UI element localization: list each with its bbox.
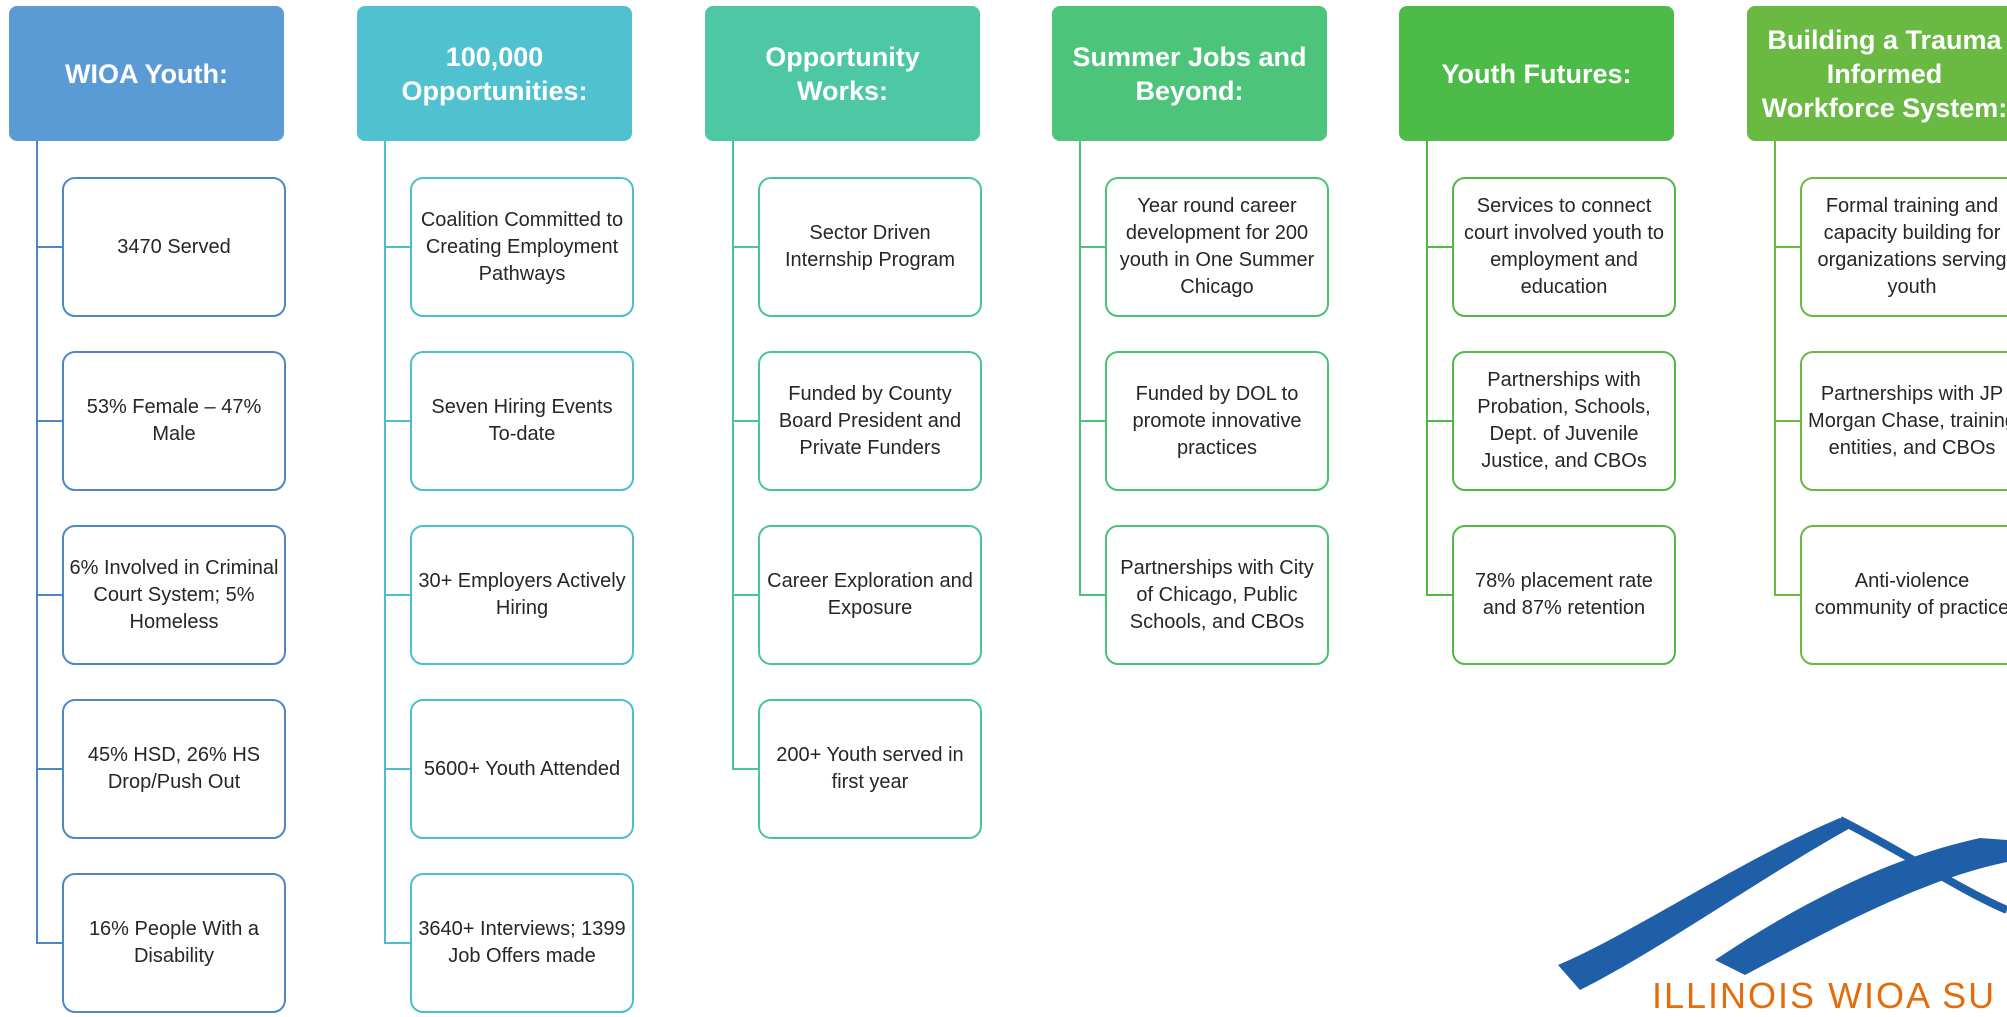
branch-line bbox=[732, 594, 759, 596]
branch-line bbox=[1774, 420, 1801, 422]
program-item: 78% placement rate and 87% retention bbox=[1452, 525, 1676, 665]
logo-text: ILLINOIS WIOA SU bbox=[1652, 975, 1997, 1016]
branch-line bbox=[384, 420, 411, 422]
program-column: 100,000 Opportunities: Coalition Committe… bbox=[348, 0, 634, 1013]
program-item: Coalition Committed to Creating Employme… bbox=[410, 177, 634, 317]
branch-line bbox=[1774, 594, 1801, 596]
program-item: Services to connect court involved youth… bbox=[1452, 177, 1676, 317]
branch-line bbox=[1079, 594, 1106, 596]
logo-swoosh-icon bbox=[1558, 816, 2007, 990]
program-header: WIOA Youth: bbox=[9, 6, 284, 141]
branch-line bbox=[1426, 420, 1453, 422]
program-item: Year round career development for 200 yo… bbox=[1105, 177, 1329, 317]
program-item: Anti-violence community of practice bbox=[1800, 525, 2007, 665]
branch-line bbox=[36, 768, 63, 770]
program-column: Opportunity Works: Sector Driven Internsh… bbox=[696, 0, 982, 1009]
program-item: Partnerships with Probation, Schools, De… bbox=[1452, 351, 1676, 491]
branch-line bbox=[1426, 594, 1453, 596]
program-item: 200+ Youth served in first year bbox=[758, 699, 982, 839]
program-item: 53% Female – 47% Male bbox=[62, 351, 286, 491]
branch-line bbox=[732, 420, 759, 422]
program-header: Youth Futures: bbox=[1399, 6, 1674, 141]
program-column: WIOA Youth: 3470 Served 53% Female – 47% M… bbox=[0, 0, 286, 1013]
program-column: Building a Trauma Informed Workforce Sys… bbox=[1738, 0, 2007, 1009]
program-item: Funded by County Board President and Pri… bbox=[758, 351, 982, 491]
branch-line bbox=[732, 246, 759, 248]
branch-line bbox=[384, 768, 411, 770]
program-item: 6% Involved in Criminal Court System; 5%… bbox=[62, 525, 286, 665]
branch-line bbox=[36, 420, 63, 422]
branch-line bbox=[36, 942, 63, 944]
program-item: 3470 Served bbox=[62, 177, 286, 317]
program-item: 45% HSD, 26% HS Drop/Push Out bbox=[62, 699, 286, 839]
program-item: 3640+ Interviews; 1399 Job Offers made bbox=[410, 873, 634, 1013]
program-column: Youth Futures: Services to connect court … bbox=[1390, 0, 1676, 1009]
branch-line bbox=[384, 942, 411, 944]
program-column: Summer Jobs and Beyond: Year round career… bbox=[1043, 0, 1329, 1009]
program-header: Summer Jobs and Beyond: bbox=[1052, 6, 1327, 141]
branch-line bbox=[36, 594, 63, 596]
connector-line bbox=[1426, 141, 1428, 596]
program-item: 16% People With a Disability bbox=[62, 873, 286, 1013]
program-header: 100,000 Opportunities: bbox=[357, 6, 632, 141]
branch-line bbox=[732, 768, 759, 770]
program-item: Career Exploration and Exposure bbox=[758, 525, 982, 665]
branch-line bbox=[1426, 246, 1453, 248]
connector-line bbox=[384, 141, 386, 944]
branch-line bbox=[1079, 420, 1106, 422]
branch-line bbox=[384, 594, 411, 596]
connector-line bbox=[36, 141, 38, 944]
connector-line bbox=[1774, 141, 1776, 596]
program-item: Sector Driven Internship Program bbox=[758, 177, 982, 317]
branch-line bbox=[36, 246, 63, 248]
program-item: 30+ Employers Actively Hiring bbox=[410, 525, 634, 665]
program-item: Partnerships with City of Chicago, Publi… bbox=[1105, 525, 1329, 665]
connector-line bbox=[732, 141, 734, 770]
branch-line bbox=[1079, 246, 1106, 248]
program-item: 5600+ Youth Attended bbox=[410, 699, 634, 839]
branch-line bbox=[384, 246, 411, 248]
branch-line bbox=[1774, 246, 1801, 248]
program-item: Formal training and capacity building fo… bbox=[1800, 177, 2007, 317]
connector-line bbox=[1079, 141, 1081, 596]
program-item: Partnerships with JP Morgan Chase, train… bbox=[1800, 351, 2007, 491]
program-header: Opportunity Works: bbox=[705, 6, 980, 141]
program-item: Seven Hiring Events To-date bbox=[410, 351, 634, 491]
program-header: Building a Trauma Informed Workforce Sys… bbox=[1747, 6, 2007, 141]
program-item: Funded by DOL to promote innovative prac… bbox=[1105, 351, 1329, 491]
